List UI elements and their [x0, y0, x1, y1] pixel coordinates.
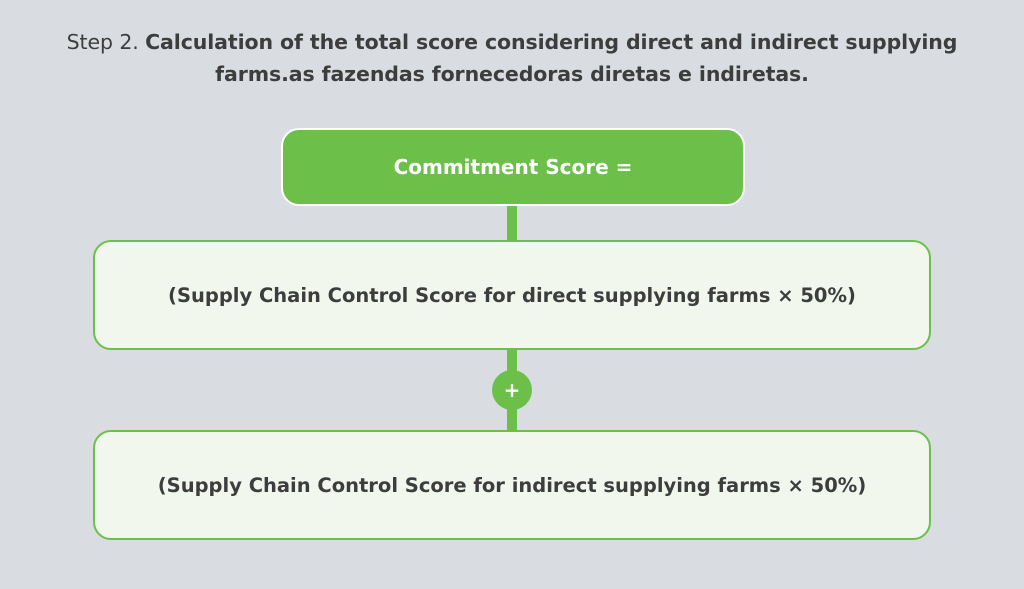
plus-operator-label: + — [503, 378, 521, 402]
commitment-score-box: Commitment Score = — [281, 128, 745, 206]
plus-operator-icon: + — [492, 370, 532, 410]
connector-line-top — [507, 204, 517, 242]
indirect-farms-term-label: (Supply Chain Control Score for indirect… — [157, 473, 867, 497]
commitment-score-label: Commitment Score = — [393, 155, 633, 179]
step-label: Step 2. — [66, 30, 146, 54]
direct-farms-term-label: (Supply Chain Control Score for direct s… — [168, 283, 856, 307]
step-description: Calculation of the total score consideri… — [145, 30, 958, 86]
indirect-farms-term-box: (Supply Chain Control Score for indirect… — [93, 430, 931, 540]
direct-farms-term-box: (Supply Chain Control Score for direct s… — [93, 240, 931, 350]
diagram-title: Step 2. Calculation of the total score c… — [40, 26, 984, 90]
